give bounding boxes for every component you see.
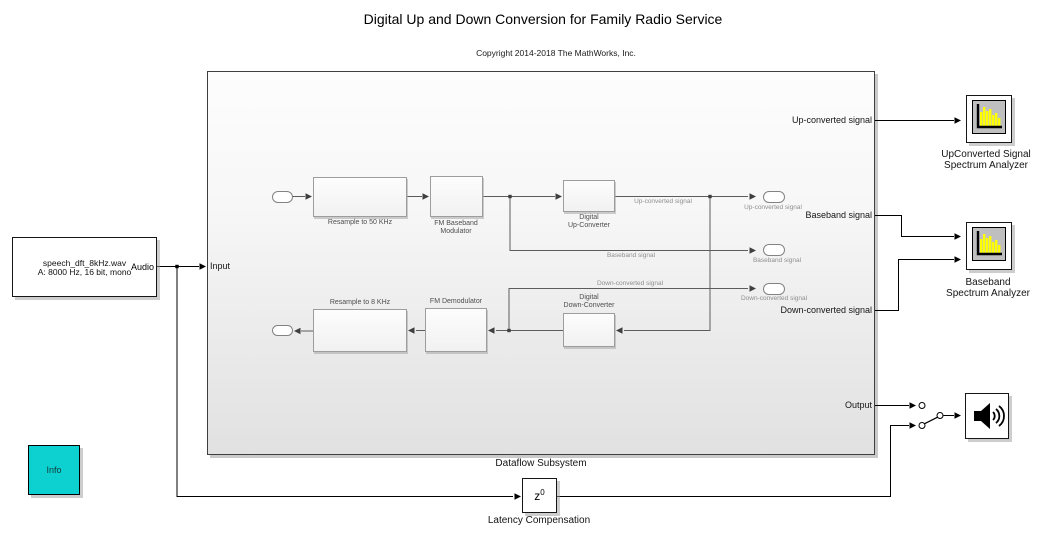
branch-dot [708,194,712,199]
spectrum-bars-icon [972,100,1006,134]
fm-demodulator-label: FM Demodulator [429,298,483,305]
dataflow-subsystem-block[interactable] [207,71,875,455]
digital-up-converter-block[interactable] [563,180,615,212]
audio-file-source-block[interactable]: speech_dft_8kHz.wav A: 8000 Hz, 16 bit, … [12,237,157,297]
wire-down-branch [508,288,748,331]
outport-block[interactable] [272,325,293,336]
digital-up-converter-label: Digital Up-Converter [567,214,610,229]
audio-source-text: speech_dft_8kHz.wav A: 8000 Hz, 16 bit, … [13,259,156,277]
fm-baseband-modulator-label: FM Baseband Modulator [434,220,478,235]
info-label: Info [46,465,62,475]
spectrum-bars-icon [972,227,1006,261]
digital-down-converter-label: Digital Down-Converter [563,294,615,309]
latency-delay-block[interactable]: z0 [522,478,557,513]
audio-device-writer-block[interactable] [965,393,1009,439]
subsystem-port-output-label: Output [844,400,872,410]
exterior-wires [157,120,954,497]
fm-baseband-modulator-block[interactable] [430,176,483,217]
resample-to-50khz-block[interactable] [313,177,407,217]
baseband-outport[interactable] [763,244,785,256]
latency-compensation-label: Latency Compensation [487,515,591,526]
audio-file-name: speech_dft_8kHz.wav [42,258,127,268]
subsystem-port-input-label: Input [210,261,231,271]
fm-demodulator-block[interactable] [425,308,487,352]
subsystem-port-baseband-label: Baseband signal [805,210,872,220]
interior-arrows [294,193,756,335]
inport-block[interactable] [272,191,293,203]
digital-down-converter-block[interactable] [563,313,615,347]
subsystem-port-down-label: Down-converted signal [780,305,872,315]
down-converted-outport[interactable] [763,283,785,295]
branch-dot [175,264,179,269]
up-signal-line-label: Up-converted signal [634,198,692,205]
audio-port-label: Audio [130,262,154,272]
wire-baseband-analyzer [875,215,954,237]
wire-audio-latency [176,266,513,497]
speaker-icon [974,403,1005,429]
branch-dot [507,328,511,333]
switch-input-bottom[interactable] [918,422,926,429]
up-converted-outport[interactable] [763,191,785,203]
audio-file-format: A: 8000 Hz, 16 bit, mono [37,267,132,277]
dataflow-subsystem-label: Dataflow Subsystem [495,458,587,469]
info-block[interactable]: Info [28,445,80,495]
copyright-note: Copyright 2014-2018 The MathWorks, Inc. [476,48,636,58]
wire-up-to-ddc [624,196,711,331]
exterior-arrows [175,117,961,500]
switch-input-top[interactable] [918,402,926,409]
down-converted-outport-label: Down-converted signal [740,295,808,302]
wire-latency-switch [557,425,909,497]
down-signal-line-label: Down-converted signal [596,280,664,287]
resample-to-50khz-label: Resample to 50 KHz [327,219,393,226]
resample-to-8khz-block[interactable] [313,309,407,352]
model-title: Digital Up and Down Conversion for Famil… [363,11,723,27]
manual-switch[interactable] [918,402,944,429]
wire-baseband-branch [509,196,748,251]
baseband-spectrum-analyzer-block[interactable] [966,222,1012,270]
baseband-signal-line-label: Baseband signal [606,252,656,259]
subsystem-port-up-label: Up-converted signal [791,115,872,125]
resample-to-8khz-label: Resample to 8 KHz [329,299,391,306]
baseband-outport-label: Baseband signal [752,257,802,264]
switch-lever[interactable] [924,416,938,425]
up-converted-outport-label: Up-converted signal [744,204,802,211]
upconverted-analyzer-label: UpConverted Signal Spectrum Analyzer [941,149,1031,171]
wire-down-analyzer [875,259,954,311]
branch-dot [508,194,512,199]
interior-wires [293,196,748,332]
switch-output[interactable] [936,412,944,419]
baseband-analyzer-label: Baseband Spectrum Analyzer [946,277,1030,299]
upconverted-spectrum-analyzer-block[interactable] [966,95,1012,143]
z-delay-text: z0 [534,488,545,503]
